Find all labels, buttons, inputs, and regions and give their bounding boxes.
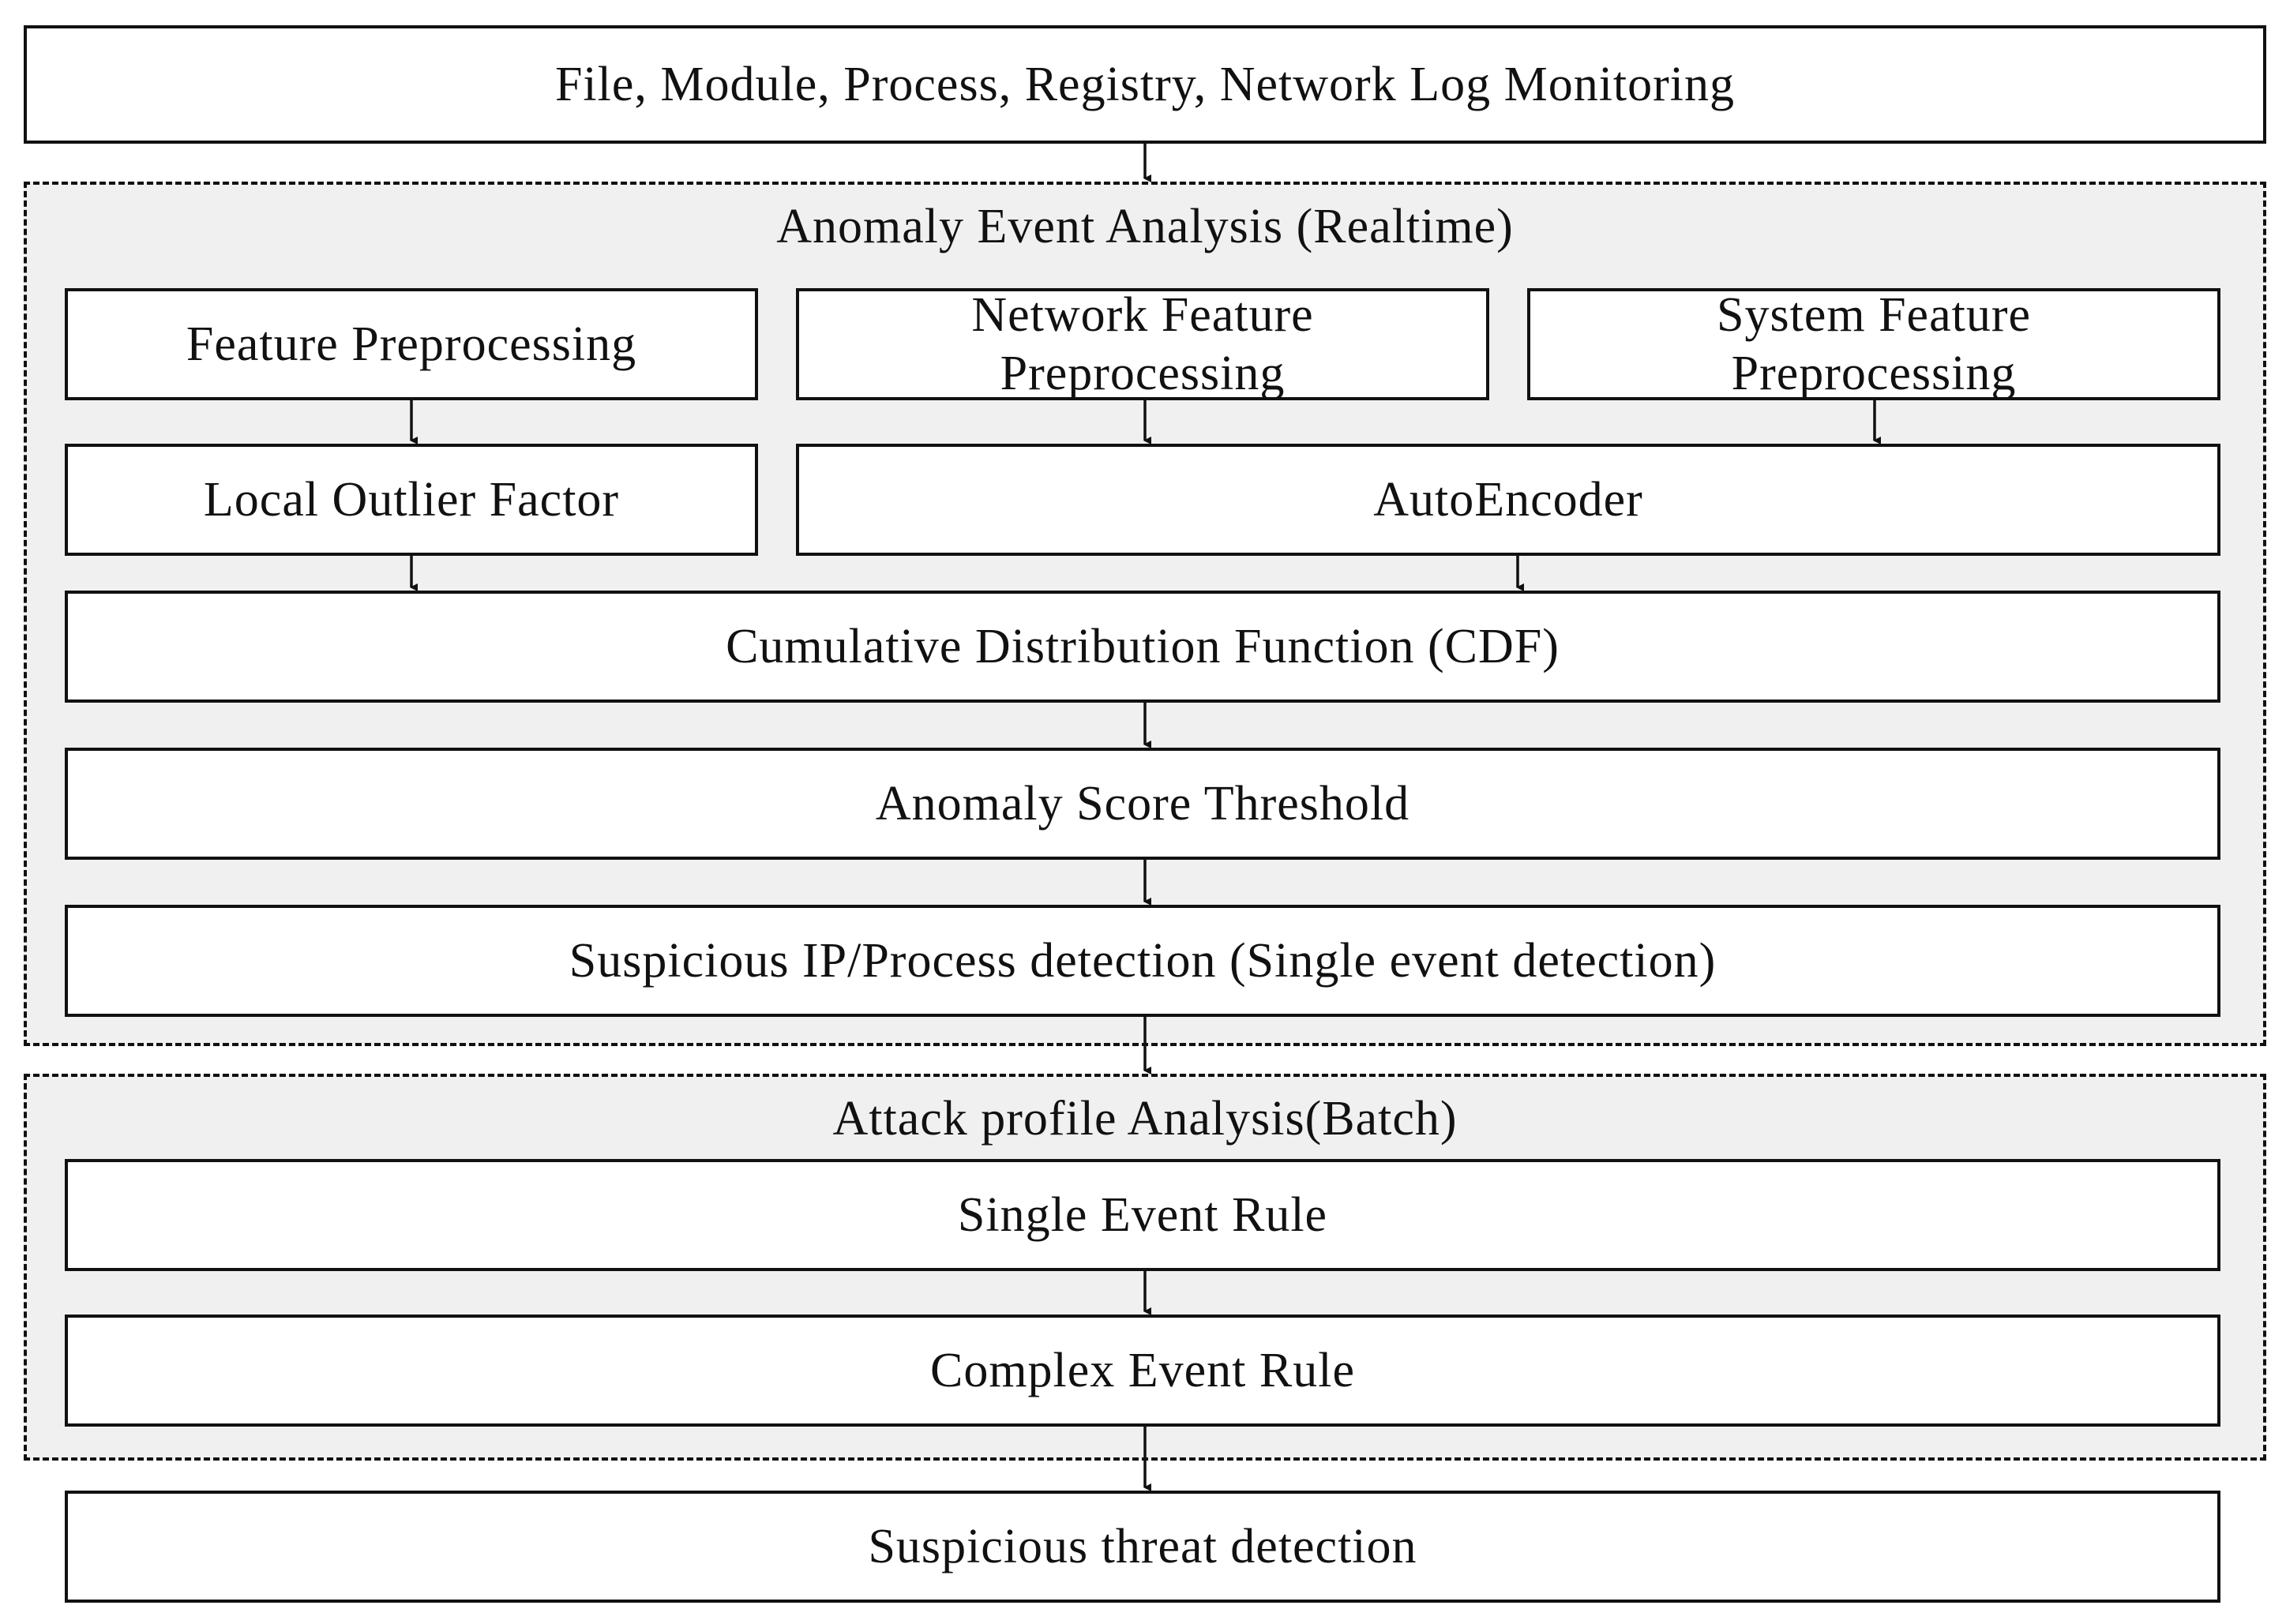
suspicious-threat-detection-label: Suspicious threat detection [868,1519,1417,1573]
log-monitoring-box: File, Module, Process, Registry, Network… [24,25,2266,144]
local-outlier-factor-label: Local Outlier Factor [203,472,620,527]
suspicious-ip-process-label: Suspicious IP/Process detection (Single … [569,933,1717,988]
attack-profile-analysis-title: Attack profile Analysis(Batch) [832,1092,1458,1146]
suspicious-threat-detection-box: Suspicious threat detection [65,1491,2220,1603]
anomaly-event-analysis-title: Anomaly Event Analysis (Realtime) [776,200,1514,253]
autoencoder-box: AutoEncoder [796,444,2220,556]
single-event-rule-box: Single Event Rule [65,1159,2220,1271]
cdf-label: Cumulative Distribution Function (CDF) [726,619,1560,673]
feature-preprocessing-box: Feature Preprocessing [65,288,758,400]
autoencoder-label: AutoEncoder [1373,472,1643,527]
anomaly-score-threshold-label: Anomaly Score Threshold [875,776,1410,831]
network-feature-preprocessing-label: Network Feature Preprocessing [971,287,1314,400]
feature-preprocessing-label: Feature Preprocessing [186,317,637,371]
log-monitoring-label: File, Module, Process, Registry, Network… [554,57,1736,111]
system-feature-preprocessing-label: System Feature Preprocessing [1717,287,2031,400]
complex-event-rule-box: Complex Event Rule [65,1315,2220,1427]
single-event-rule-label: Single Event Rule [957,1187,1328,1242]
local-outlier-factor-box: Local Outlier Factor [65,444,758,556]
network-feature-preprocessing-box: Network Feature Preprocessing [796,288,1489,400]
suspicious-ip-process-box: Suspicious IP/Process detection (Single … [65,905,2220,1017]
system-feature-preprocessing-box: System Feature Preprocessing [1527,288,2220,400]
anomaly-score-threshold-box: Anomaly Score Threshold [65,748,2220,860]
complex-event-rule-label: Complex Event Rule [929,1343,1356,1397]
cdf-box: Cumulative Distribution Function (CDF) [65,591,2220,703]
